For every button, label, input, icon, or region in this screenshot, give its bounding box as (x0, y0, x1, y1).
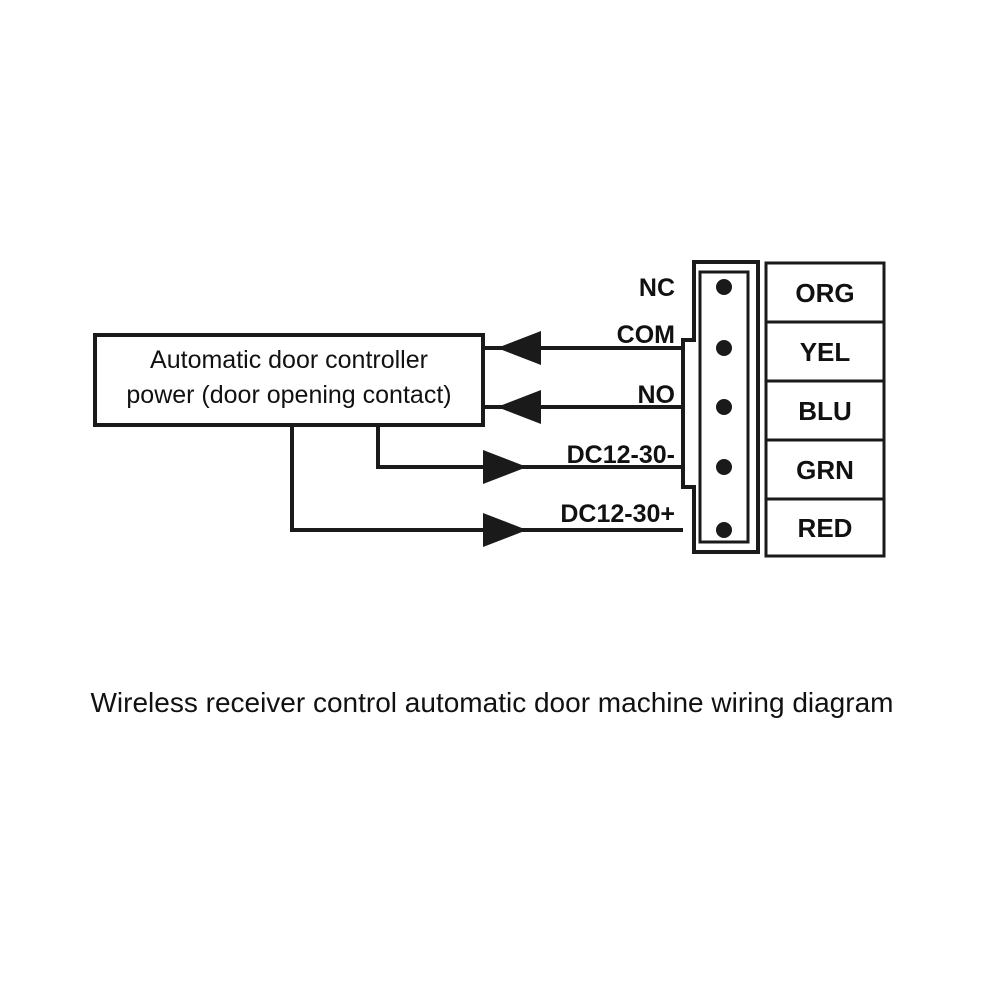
pin-label-dc-positive: DC12-30+ (560, 500, 675, 528)
color-label-grn: GRN (796, 455, 854, 485)
color-label-org: ORG (795, 278, 854, 308)
terminal-dot-dc-negative (716, 459, 732, 475)
color-cell-blu (764, 379, 886, 442)
controller-box-line2: power (door opening contact) (126, 381, 451, 409)
wire-dc-negative (376, 425, 683, 469)
arrow-dc-positive-right (483, 513, 527, 547)
wire-layer (290, 331, 683, 547)
color-label-yel: YEL (800, 337, 851, 367)
controller-box-line1: Automatic door controller (150, 346, 428, 374)
terminal-dot-nc (716, 279, 732, 295)
pin-label-dc-negative: DC12-30- (567, 441, 675, 469)
pin-label-nc: NC (639, 274, 675, 302)
wire-dc-positive (290, 425, 683, 532)
terminal-block (681, 260, 760, 554)
pin-label-no: NO (638, 381, 676, 409)
pin-label-com: COM (617, 321, 675, 349)
diagram-caption: Wireless receiver control automatic door… (91, 687, 894, 718)
controller-box: Automatic door controller power (door op… (93, 333, 485, 427)
terminal-dot-com (716, 340, 732, 356)
arrow-dc-negative-right (483, 450, 527, 484)
terminal-dot-dc-positive (716, 522, 732, 538)
arrow-com-left (497, 331, 541, 365)
arrow-no-left (497, 390, 541, 424)
color-cell-yel (764, 320, 886, 383)
pin-label-group: NC COM NO DC12-30- DC12-30+ (560, 274, 675, 528)
color-label-blu: BLU (798, 396, 851, 426)
color-label-red: RED (798, 513, 853, 543)
wire-color-legend: ORG YEL BLU GRN RED (764, 261, 886, 558)
color-cell-org (764, 261, 886, 324)
controller-box-outline (93, 333, 485, 427)
terminal-dot-no (716, 399, 732, 415)
color-cell-red (764, 497, 886, 558)
